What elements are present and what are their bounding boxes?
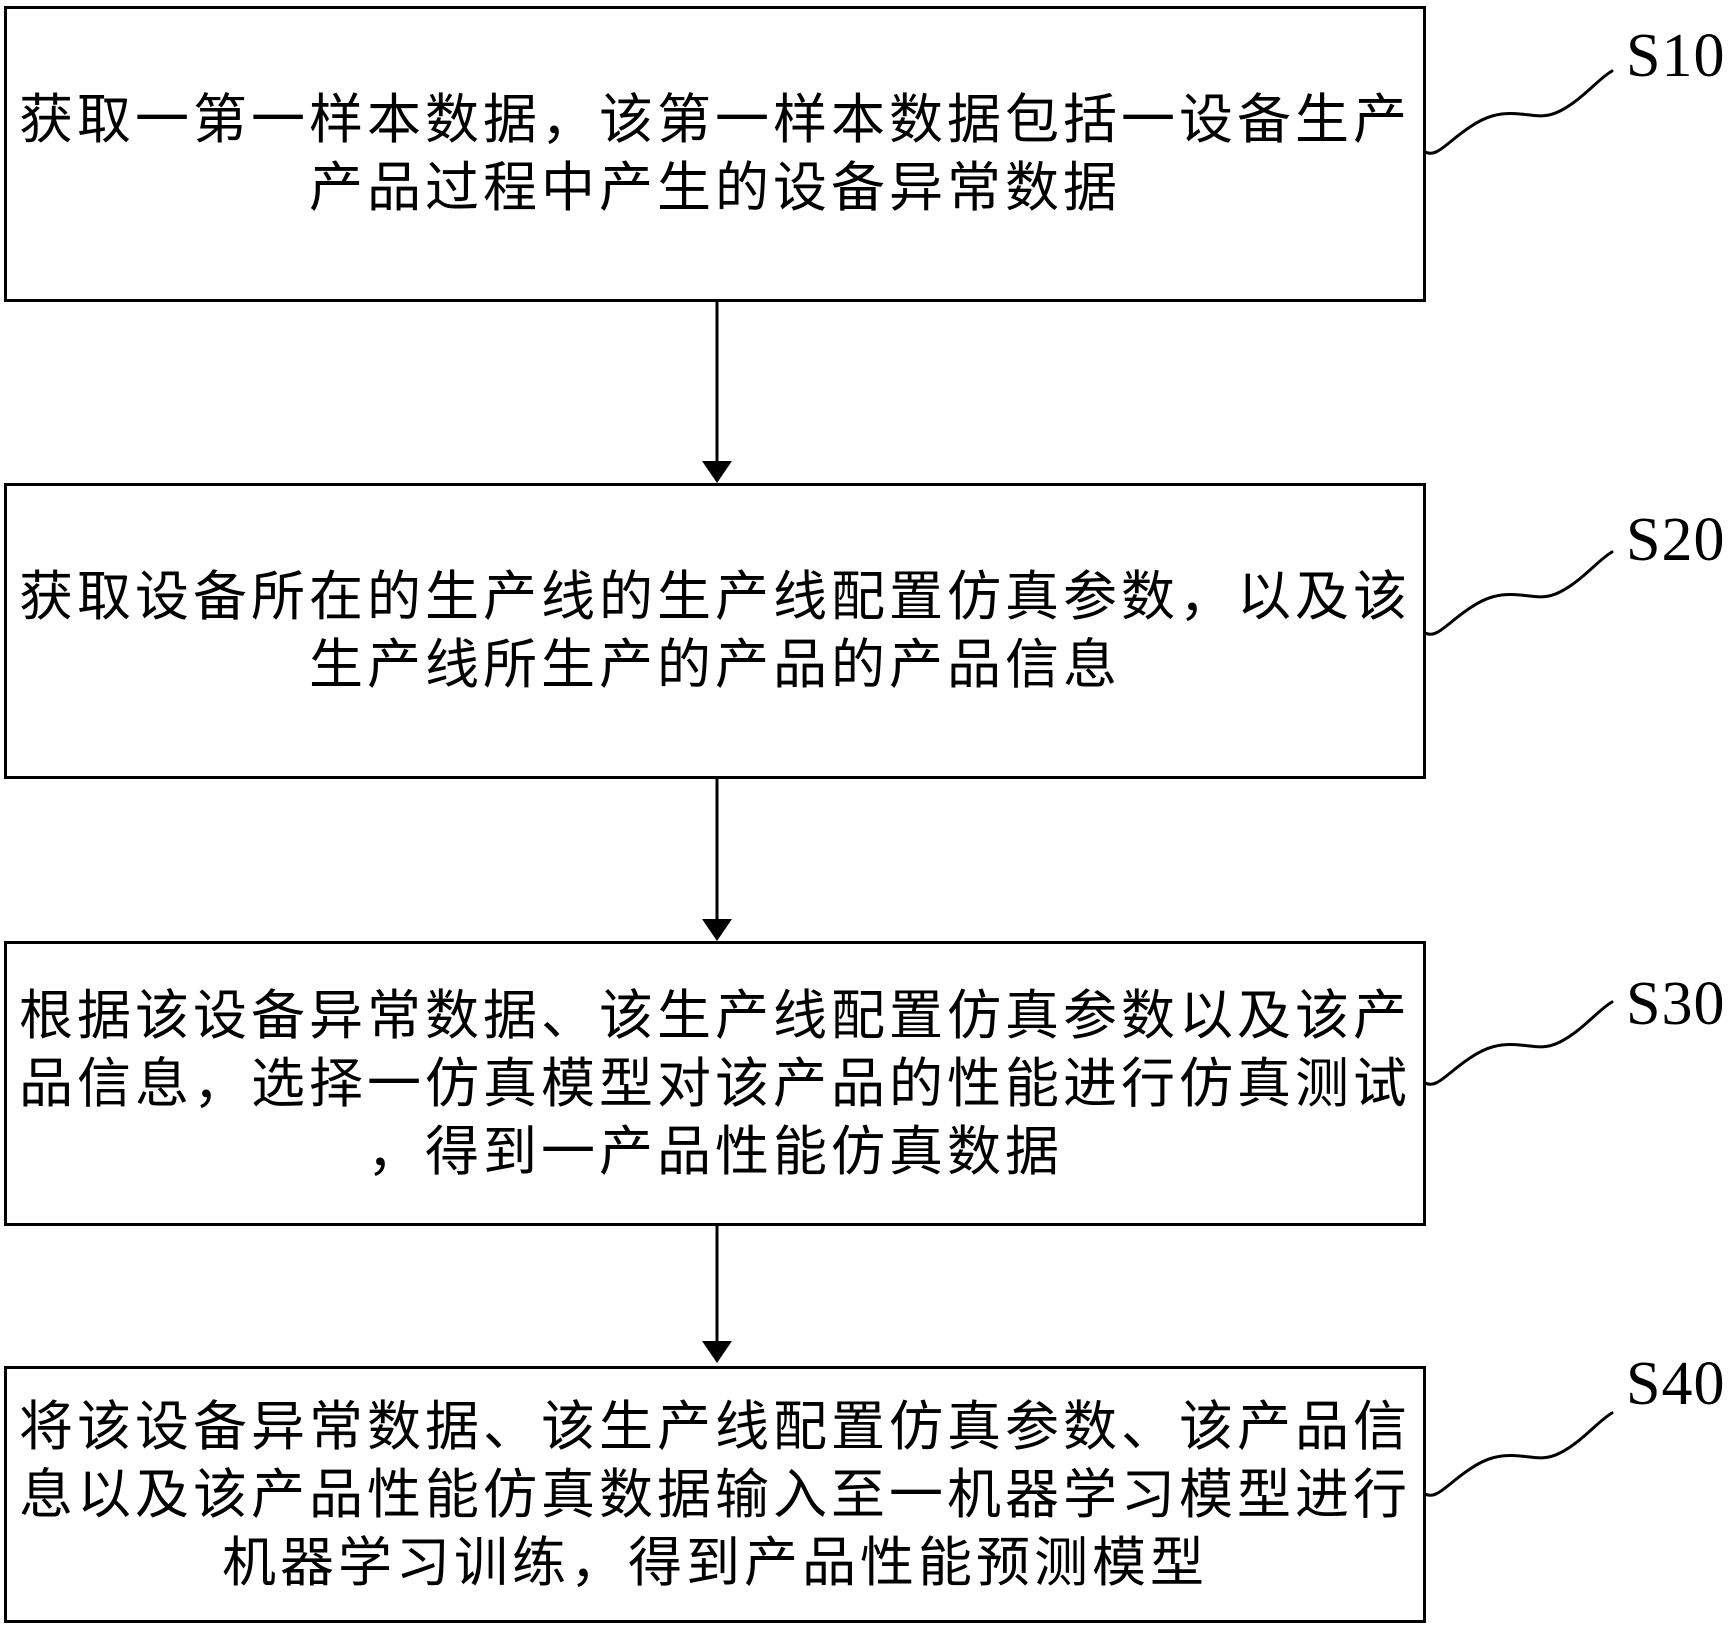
connector-s30 xyxy=(1423,1000,1614,1086)
step-s30-text-line: 品信息，选择一仿真模型对该产品的性能进行仿真测试 xyxy=(19,1053,1411,1114)
step-s40-text-line: 机器学习训练，得到产品性能预测模型 xyxy=(222,1532,1208,1593)
step-box-s20: 获取设备所在的生产线的生产线配置仿真参数，以及该 生产线所生产的产品的产品信息 xyxy=(4,483,1426,779)
down-arrow-icon-1 xyxy=(702,302,732,483)
step-s30-text-line: 根据该设备异常数据、该生产线配置仿真参数以及该产 xyxy=(19,985,1411,1046)
step-box-s30: 根据该设备异常数据、该生产线配置仿真参数以及该产 品信息，选择一仿真模型对该产品… xyxy=(4,941,1426,1226)
down-arrow-icon-3 xyxy=(702,1226,732,1363)
connector-s10 xyxy=(1423,69,1614,155)
step-box-s10: 获取一第一样本数据，该第一样本数据包括一设备生产 产品过程中产生的设备异常数据 xyxy=(4,6,1426,302)
step-box-s40: 将该设备异常数据、该生产线配置仿真参数、该产品信 息以及该产品性能仿真数据输入至… xyxy=(4,1366,1426,1623)
step-s20-text-line: 获取设备所在的生产线的生产线配置仿真参数，以及该 xyxy=(19,567,1411,627)
connector-s40 xyxy=(1423,1411,1614,1497)
step-label-s20: S20 xyxy=(1626,506,1726,574)
step-s10-text-line: 获取一第一样本数据，该第一样本数据包括一设备生产 xyxy=(19,90,1411,150)
connector-s20 xyxy=(1423,550,1614,636)
step-s10-text-line: 产品过程中产生的设备异常数据 xyxy=(309,158,1121,218)
step-s40-text-line: 将该设备异常数据、该生产线配置仿真参数、该产品信 xyxy=(19,1396,1411,1457)
step-label-s30: S30 xyxy=(1626,970,1726,1038)
step-label-s10: S10 xyxy=(1626,22,1726,90)
step-label-s40: S40 xyxy=(1626,1350,1726,1418)
step-s30-text-line: ，得到一产品性能仿真数据 xyxy=(367,1121,1063,1182)
step-s40-text-line: 息以及该产品性能仿真数据输入至一机器学习模型进行 xyxy=(19,1464,1411,1525)
step-s20-text-line: 生产线所生产的产品的产品信息 xyxy=(309,635,1121,695)
down-arrow-icon-2 xyxy=(702,779,732,941)
